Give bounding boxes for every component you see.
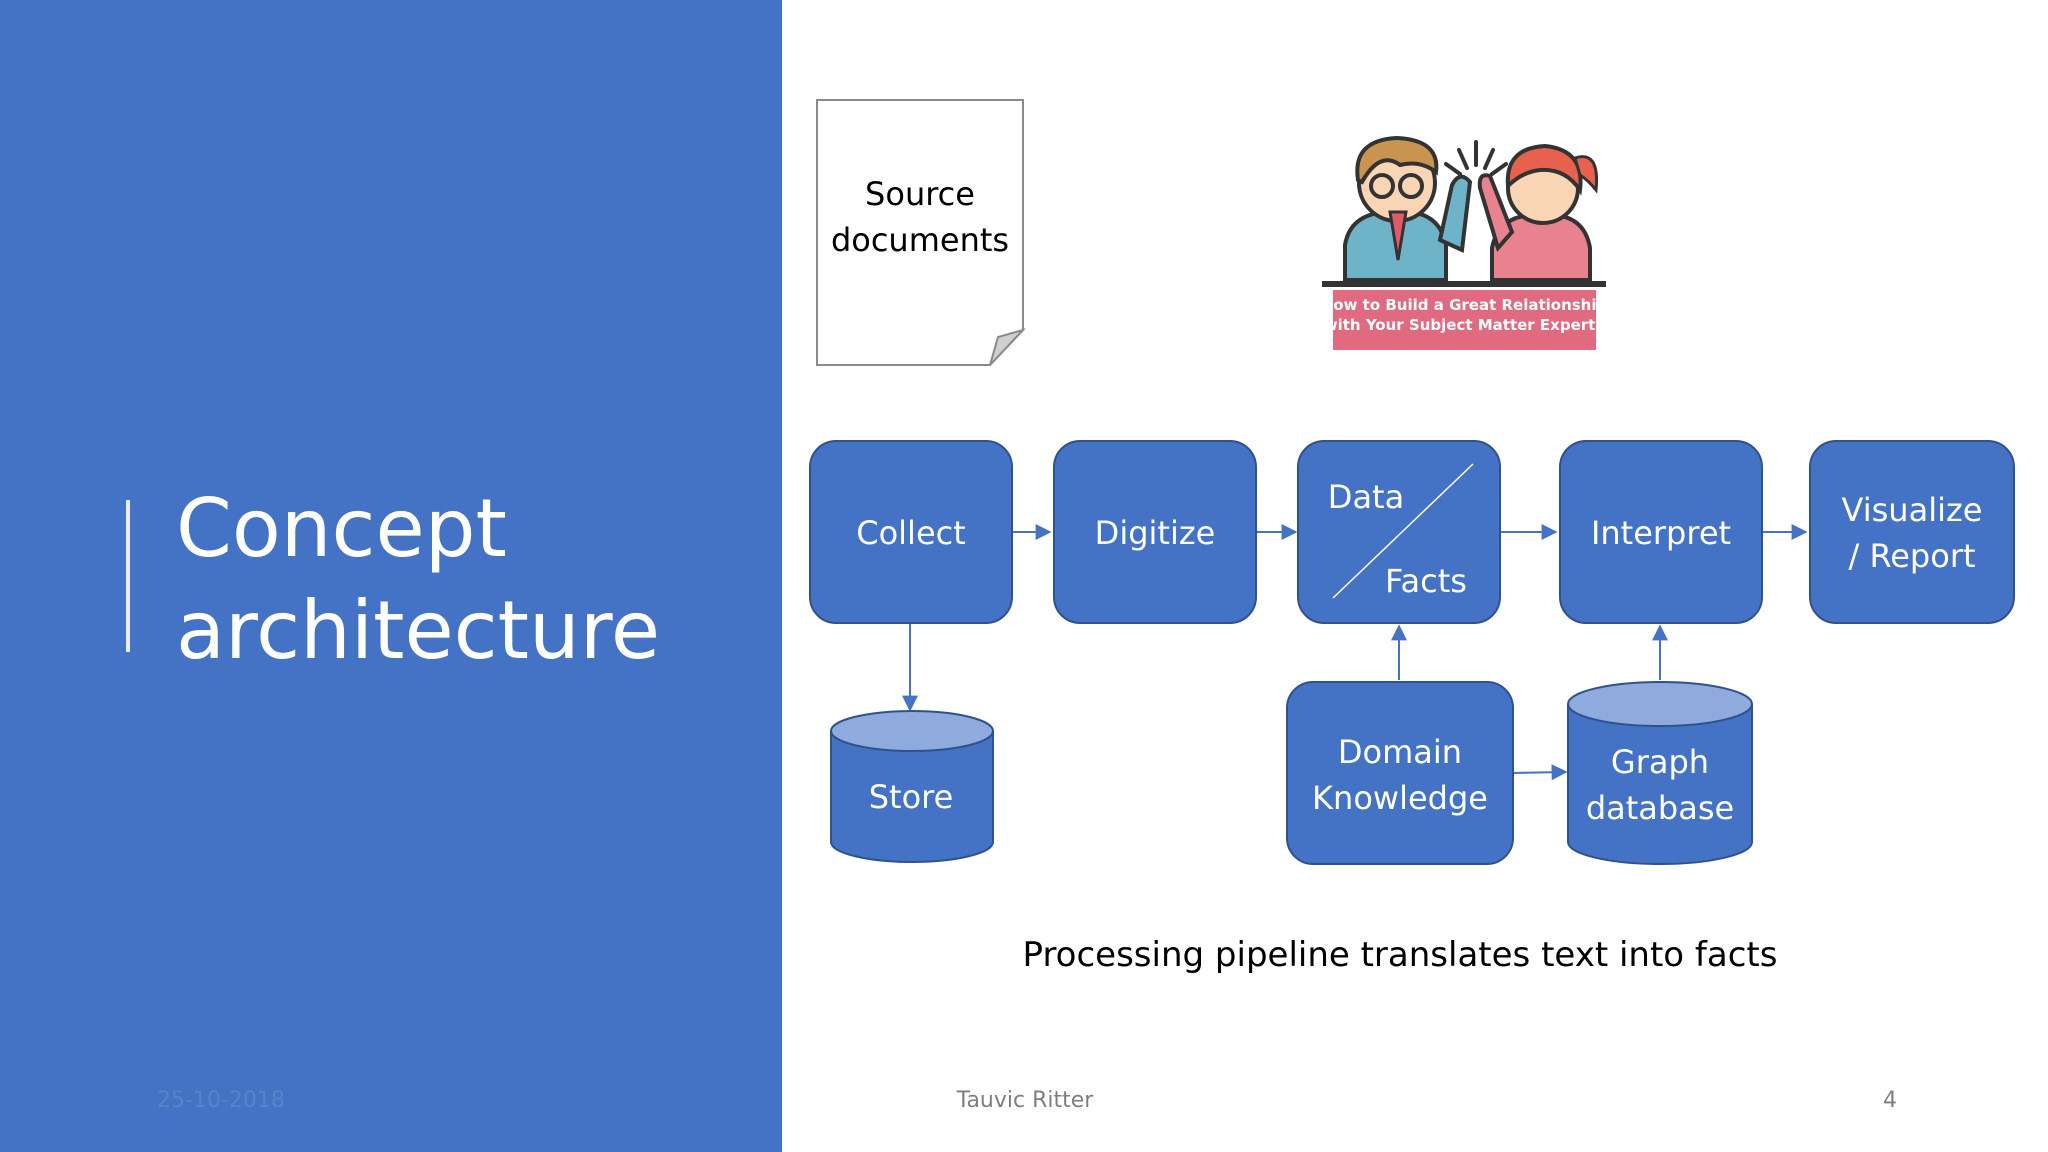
node-data-facts: Data Facts [1297, 440, 1501, 624]
node-domain-line-2: Knowledge [1312, 779, 1488, 817]
illustration-caption-line-2: with Your Subject Matter Experts [1324, 316, 1605, 334]
node-visualize-line-1: Visualize [1842, 491, 1983, 529]
source-documents: Source documents [816, 99, 1027, 366]
node-data-label: Data [1328, 478, 1404, 516]
node-visualize-line-2: / Report [1848, 537, 1975, 575]
slide-title-line-2: architecture [176, 584, 661, 677]
node-facts-label: Facts [1385, 562, 1467, 600]
node-collect-label: Collect [856, 514, 966, 552]
node-graph-line-1: Graph [1611, 743, 1709, 781]
node-graph-line-2: database [1586, 789, 1734, 827]
title-panel [0, 0, 782, 1152]
source-documents-line-2: documents [831, 221, 1009, 259]
high-five-illustration: How to Build a Great Relationship with Y… [1321, 135, 1608, 350]
node-interpret-label: Interpret [1591, 514, 1731, 552]
connectors [902, 524, 1808, 781]
arrow-domain-to-graph [1511, 764, 1568, 781]
node-graph-database: Graph database [1567, 681, 1753, 865]
node-domain-knowledge: Domain Knowledge [1286, 681, 1514, 865]
slide-title-line-1: Concept [176, 482, 507, 575]
title-accent-bar [126, 500, 130, 652]
footer-page-number: 4 [1883, 1088, 1897, 1113]
node-store: Store [830, 710, 994, 863]
illustration-caption-line-1: How to Build a Great Relationship [1321, 296, 1608, 314]
node-visualize-report: Visualize / Report [1809, 440, 2015, 624]
footer-date: 25-10-2018 [157, 1088, 285, 1113]
node-domain-line-1: Domain [1338, 733, 1462, 771]
node-digitize: Digitize [1053, 440, 1257, 624]
footer-author: Tauvic Ritter [956, 1088, 1094, 1113]
slide-title: Concept architecture [176, 478, 736, 682]
node-store-label: Store [869, 778, 954, 816]
source-documents-line-1: Source [865, 175, 975, 213]
node-interpret: Interpret [1559, 440, 1763, 624]
node-digitize-label: Digitize [1095, 514, 1216, 552]
spark-lines [1444, 140, 1508, 176]
node-collect: Collect [809, 440, 1013, 624]
diagram-caption: Processing pipeline translates text into… [1022, 935, 1778, 975]
